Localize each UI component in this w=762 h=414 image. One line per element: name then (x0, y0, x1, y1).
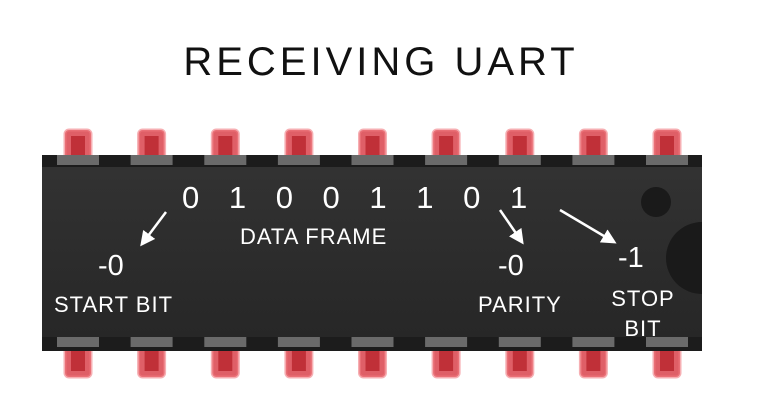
diagram-title: RECEIVING UART (183, 40, 579, 84)
bottom-pin-shoulder-5 (351, 337, 394, 347)
top-pin-core-5 (365, 136, 380, 160)
top-pin-shoulders (57, 155, 688, 165)
top-pin-core-9 (660, 136, 674, 160)
top-pin-shoulder-5 (351, 155, 394, 165)
bottom-pin-shoulder-1 (57, 337, 99, 347)
top-pin-core-1 (71, 136, 85, 160)
start-bit-label: START BIT (54, 292, 174, 317)
top-pin-core-8 (586, 136, 601, 160)
top-pin-shoulder-3 (204, 155, 247, 165)
bottom-pin-shoulder-3 (204, 337, 247, 347)
bottom-pin-core-1 (71, 346, 85, 371)
bottom-pin-shoulder-6 (425, 337, 468, 347)
top-pin-shoulder-4 (277, 155, 320, 165)
bottom-pin-core-8 (586, 346, 601, 371)
bottom-pin-core-6 (439, 346, 454, 371)
start-bit-arrow (140, 211, 167, 247)
bottom-pin-core-5 (365, 346, 380, 371)
parity-value: -0 (498, 250, 524, 282)
top-pin-core-7 (512, 136, 527, 160)
bottom-pin-shoulders (57, 337, 688, 347)
top-pin-shoulder-1 (57, 155, 99, 165)
bottom-pin-shoulder-9 (646, 337, 688, 347)
bottom-pin-shoulder-2 (130, 337, 173, 347)
parity-label: PARITY (478, 292, 562, 317)
top-pin-shoulder-6 (425, 155, 468, 165)
top-pin-shoulder-8 (572, 155, 615, 165)
top-pin-shoulder-9 (646, 155, 688, 165)
chip-body (42, 155, 702, 351)
data-frame-label: DATA FRAME (240, 224, 388, 249)
stop-bit-value: -1 (618, 242, 644, 274)
bottom-pin-shoulder-8 (572, 337, 615, 347)
bottom-pin-core-2 (144, 346, 159, 371)
top-pin-core-6 (439, 136, 454, 160)
data-frame-bits: 0 1 0 0 1 1 0 1 (182, 180, 538, 215)
bottom-pin-core-7 (512, 346, 527, 371)
bottom-pin-core-3 (218, 346, 233, 371)
bottom-pin-shoulder-7 (498, 337, 541, 347)
start-bit-value: -0 (98, 250, 124, 282)
top-pin-core-3 (218, 136, 233, 160)
parity-arrow (498, 209, 524, 245)
top-pin-shoulder-7 (498, 155, 541, 165)
stop-bit-arrow (559, 208, 617, 244)
top-pin-core-2 (144, 136, 159, 160)
top-pin-core-4 (291, 136, 306, 160)
stop-bit-label: STOP BIT (611, 286, 675, 341)
bottom-pin-shoulder-4 (277, 337, 320, 347)
pin1-marker-dot (641, 187, 671, 217)
bottom-pin-core-9 (660, 346, 674, 371)
bottom-pin-core-4 (291, 346, 306, 371)
top-pin-shoulder-2 (130, 155, 173, 165)
chip-notch (666, 222, 702, 294)
